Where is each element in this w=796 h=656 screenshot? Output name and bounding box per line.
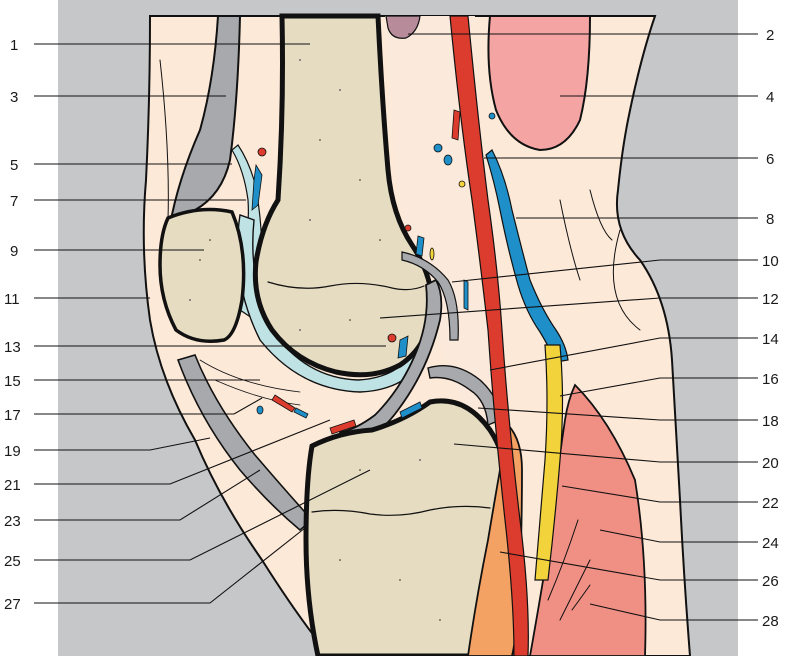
label-2: 2: [766, 27, 774, 44]
vessel-dot-f: [405, 225, 411, 231]
label-9: 9: [10, 243, 18, 260]
label-22: 22: [762, 495, 779, 512]
label-10: 10: [762, 253, 779, 270]
label-26: 26: [762, 573, 779, 590]
label-27: 27: [4, 596, 21, 613]
label-14: 14: [762, 331, 779, 348]
vessel-dot-c: [459, 181, 465, 187]
label-21: 21: [4, 477, 21, 494]
patella: [160, 210, 244, 342]
label-23: 23: [4, 513, 21, 530]
vessel-dot-p: [430, 248, 434, 260]
vessel-dot-h: [464, 280, 468, 310]
label-25: 25: [4, 553, 21, 570]
label-8: 8: [766, 211, 774, 228]
label-28: 28: [762, 613, 779, 630]
label-13: 13: [4, 339, 21, 356]
label-16: 16: [762, 371, 779, 388]
vessel-dot-d: [489, 113, 495, 119]
label-5: 5: [10, 157, 18, 174]
label-3: 3: [10, 89, 18, 106]
label-1: 1: [10, 37, 18, 54]
label-6: 6: [766, 151, 774, 168]
labels-left: 1 3 5 7 9 11 13 15 17 19 21 23 25 27: [4, 37, 21, 613]
label-11: 11: [4, 291, 20, 308]
label-12: 12: [762, 291, 779, 308]
label-20: 20: [762, 455, 779, 472]
label-24: 24: [762, 535, 779, 552]
vessel-dot-b: [444, 155, 452, 165]
genicular-artery-dot: [258, 148, 266, 156]
label-18: 18: [762, 413, 779, 430]
label-7: 7: [10, 193, 18, 210]
vessel-dot-a: [434, 144, 442, 152]
labels-right: 2 4 6 8 10 12 14 16 18 20 22 24 26 28: [762, 27, 779, 630]
label-15: 15: [4, 373, 21, 390]
vessel-dot-l: [257, 406, 263, 414]
label-19: 19: [4, 443, 21, 460]
vessel-dot-i: [388, 334, 396, 342]
label-4: 4: [766, 89, 774, 106]
label-17: 17: [4, 407, 21, 424]
